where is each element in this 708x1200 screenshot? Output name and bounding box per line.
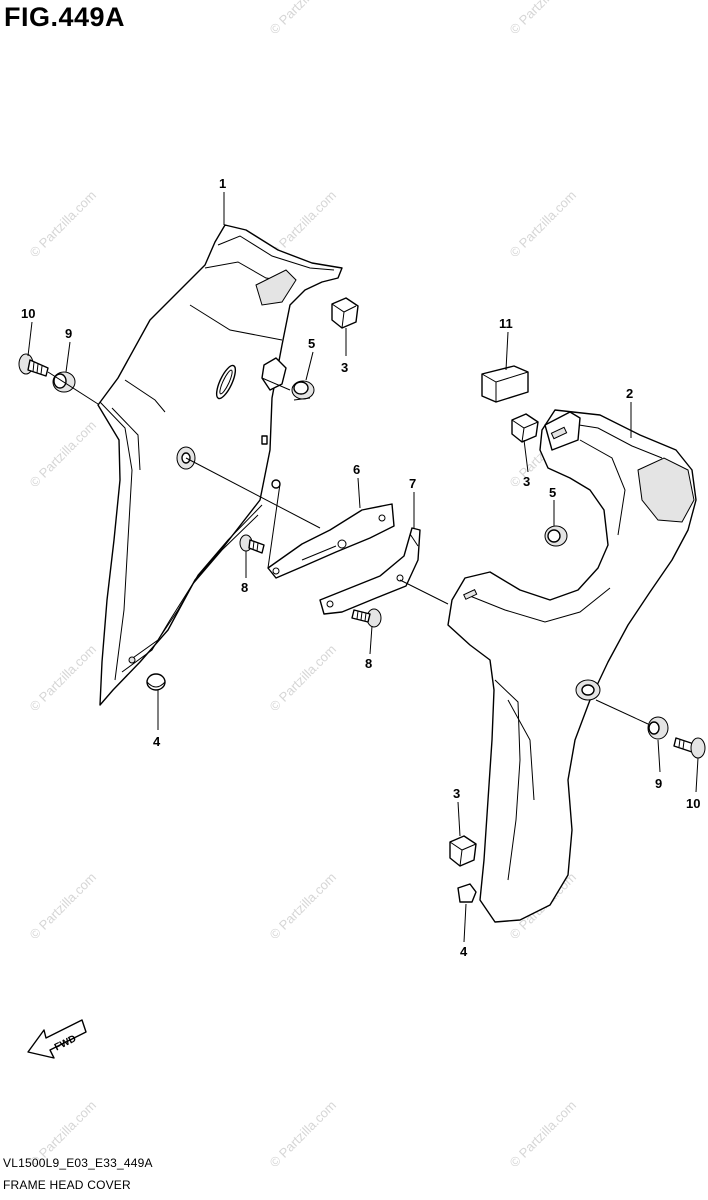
watermark: © Partzilla.com bbox=[507, 0, 580, 37]
part-7-bracket bbox=[319, 527, 421, 615]
part-9-washer-right bbox=[647, 716, 669, 740]
part-5-grommet-right bbox=[544, 525, 568, 547]
part-6-bracket bbox=[267, 503, 395, 579]
part-4-cap-left bbox=[146, 673, 166, 691]
part-5-grommet-left bbox=[291, 380, 315, 401]
part-3-clip-lower bbox=[449, 835, 477, 867]
watermark: © Partzilla.com bbox=[27, 870, 100, 943]
callout-2: 2 bbox=[626, 386, 633, 401]
callout-11: 11 bbox=[499, 316, 513, 331]
part-2-right-cover bbox=[447, 409, 697, 923]
part-10-bolt-left bbox=[18, 353, 49, 377]
part-3-clip-upper-right bbox=[511, 413, 539, 443]
callouts: 1 2 3 3 3 4 4 5 5 6 7 8 8 9 9 10 10 11 bbox=[21, 176, 700, 959]
callout-10: 10 bbox=[686, 796, 700, 811]
watermark: © Partzilla.com bbox=[267, 870, 340, 943]
watermark: © Partzilla.com bbox=[267, 642, 340, 715]
callout-3: 3 bbox=[453, 786, 460, 801]
watermark: © Partzilla.com bbox=[507, 188, 580, 261]
part-11-block bbox=[481, 365, 529, 403]
part-3-clip-upper-left bbox=[331, 297, 359, 329]
callout-5: 5 bbox=[549, 485, 556, 500]
callout-1: 1 bbox=[219, 176, 226, 191]
callout-6: 6 bbox=[353, 462, 360, 477]
callout-5: 5 bbox=[308, 336, 315, 351]
watermark: © Partzilla.com bbox=[267, 0, 340, 37]
figure-code: VL1500L9_E03_E33_449A bbox=[3, 1156, 153, 1170]
part-4-cap-right bbox=[457, 883, 477, 903]
figure-title: FIG.449A bbox=[4, 2, 126, 32]
callout-4: 4 bbox=[153, 734, 161, 749]
leader-lines bbox=[27, 192, 699, 943]
fwd-arrow: FWD bbox=[27, 1019, 87, 1059]
callout-3: 3 bbox=[523, 474, 530, 489]
watermark: © Partzilla.com bbox=[27, 642, 100, 715]
callout-10: 10 bbox=[21, 306, 35, 321]
callout-9: 9 bbox=[65, 326, 72, 341]
callout-8: 8 bbox=[241, 580, 248, 595]
part-8-bolt-upper bbox=[239, 534, 265, 554]
watermark: © Partzilla.com bbox=[267, 1098, 340, 1171]
callout-8: 8 bbox=[365, 656, 372, 671]
callout-3: 3 bbox=[341, 360, 348, 375]
figure-name: FRAME HEAD COVER bbox=[3, 1178, 131, 1192]
watermark: © Partzilla.com bbox=[27, 188, 100, 261]
callout-9: 9 bbox=[655, 776, 662, 791]
part-10-bolt-right bbox=[673, 737, 706, 759]
callout-7: 7 bbox=[409, 476, 416, 491]
part-1-left-cover bbox=[97, 224, 343, 706]
watermark: © Partzilla.com bbox=[27, 418, 100, 491]
watermark: © Partzilla.com bbox=[507, 1098, 580, 1171]
callout-4: 4 bbox=[460, 944, 468, 959]
part-8-bolt-lower bbox=[351, 608, 382, 628]
